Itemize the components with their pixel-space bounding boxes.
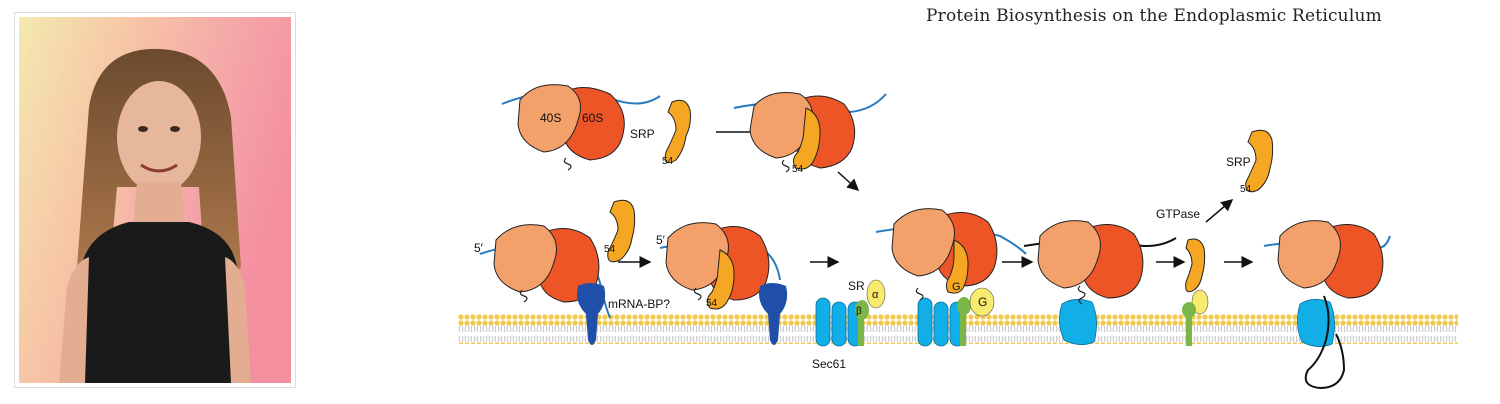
stage-2-ribosome: 5′ 54 xyxy=(656,222,781,310)
diagram-canvas: 40S 60S SRP 54 54 5′ 54 xyxy=(458,84,1458,390)
stage-5-translocation xyxy=(1263,220,1391,390)
free-ribosome: 40S 60S xyxy=(501,84,661,171)
arrow-release xyxy=(1205,199,1234,223)
label-54-released: 54 xyxy=(1240,184,1252,195)
label-g1: G xyxy=(952,281,961,293)
label-srp-top: SRP xyxy=(630,127,655,141)
label-mrna-bp: mRNA-BP? xyxy=(608,297,670,311)
label-beta: β xyxy=(856,306,862,317)
label-gtpase: GTPase xyxy=(1156,207,1200,221)
mrna-bp-1: mRNA-BP? xyxy=(577,283,670,345)
label-g2: G xyxy=(978,295,987,309)
sec61-sr-stage: SR α β Sec61 xyxy=(812,279,886,371)
srp-released: SRP 54 xyxy=(1226,129,1274,195)
mrna-bp-2 xyxy=(759,283,788,345)
srp-stage-1: 54 xyxy=(604,199,636,263)
portrait-illustration xyxy=(19,17,291,383)
ribosome-srp-complex: 54 xyxy=(733,92,887,175)
er-protein-biosynthesis-diagram: 40S 60S SRP 54 54 5′ 54 xyxy=(440,40,1500,400)
label-sr: SR xyxy=(848,279,865,293)
portrait-photo xyxy=(19,17,291,383)
label-54-top: 54 xyxy=(662,156,674,167)
label-40s: 40S xyxy=(540,111,561,125)
arrow-2 xyxy=(837,171,860,192)
label-60s: 60S xyxy=(582,111,603,125)
label-alpha: α xyxy=(872,289,879,301)
diagram-title: Protein Biosynthesis on the Endoplasmic … xyxy=(926,6,1382,26)
label-srp-released: SRP xyxy=(1226,155,1251,169)
stage-4-docked xyxy=(1023,220,1177,345)
portrait-frame xyxy=(14,12,296,388)
label-54-mid2: 54 xyxy=(706,298,718,309)
label-sec61: Sec61 xyxy=(812,357,846,371)
label-54-top2: 54 xyxy=(792,164,804,175)
stage-3-targeting: G G xyxy=(875,208,1027,347)
gtpase-release: GTPase xyxy=(1156,199,1234,346)
label-5prime-1: 5′ xyxy=(474,241,484,255)
label-5prime-2: 5′ xyxy=(656,233,666,247)
stage-1-ribosome: 5′ xyxy=(474,224,611,319)
label-54-mid1: 54 xyxy=(604,244,616,255)
srp-free: SRP 54 xyxy=(630,99,691,167)
